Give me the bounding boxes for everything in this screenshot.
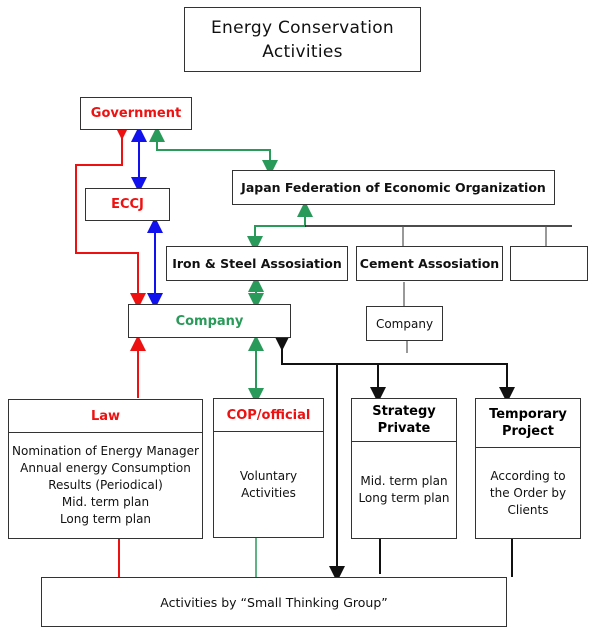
law-column: Law Nomination of Energy Manager Annual … [8, 399, 203, 539]
cement-company-label: Company [375, 316, 434, 331]
company-node: Company [128, 304, 291, 338]
strategy-title-line: Strategy [372, 404, 436, 419]
temporary-line: According to [490, 468, 566, 483]
law-line: Nomination of Energy Manager [12, 444, 199, 458]
temporary-title-line: Temporary [489, 407, 567, 422]
strategy-line: Mid. term plan [360, 474, 448, 488]
federation-label: Japan Federation of Economic Organizatio… [241, 180, 546, 195]
temporary-title-line: Project [501, 424, 555, 439]
temporary-header: Temporary Project [476, 399, 580, 448]
cop-line: Voluntary [239, 468, 298, 483]
black-arrow-company-branch [274, 335, 515, 403]
government-node: Government [80, 97, 192, 130]
empty-association-node [510, 246, 588, 281]
cement-label: Cement Assosiation [359, 256, 500, 271]
eccj-node: ECCJ [85, 188, 170, 221]
government-label: Government [90, 106, 182, 121]
strategy-line: Long term plan [358, 491, 450, 505]
cop-body: Voluntary Activities [214, 432, 323, 537]
red-arrow-company-government [75, 124, 146, 309]
diagram-title: Energy Conservation Activities [184, 7, 421, 72]
law-line: Long term plan [59, 512, 152, 526]
small-thinking-group-node: Activities by “Small Thinking Group” [41, 577, 507, 627]
iron-steel-label: Iron & Steel Assosiation [172, 256, 342, 271]
strategy-header: Strategy Private [352, 399, 456, 442]
title-line-1: Energy Conservation [210, 17, 394, 38]
temporary-body: According to the Order by Clients [476, 448, 580, 538]
cop-line: Activities [241, 485, 296, 500]
temporary-line: Clients [507, 502, 549, 517]
law-title: Law [90, 408, 121, 424]
law-header: Law [9, 400, 202, 433]
law-body: Nomination of Energy Manager Annual ener… [9, 433, 202, 538]
federation-node: Japan Federation of Economic Organizatio… [232, 170, 555, 205]
title-line-2: Activities [262, 41, 343, 62]
cop-title: COP/official [226, 407, 311, 423]
cop-header: COP/official [214, 399, 323, 432]
eccj-label: ECCJ [111, 197, 144, 212]
law-line: Results (Periodical) [48, 478, 163, 492]
strategy-column: Strategy Private Mid. term plan Long ter… [351, 398, 457, 539]
law-line: Annual energy Consumption [20, 461, 191, 475]
green-arrow-gov-federation [149, 126, 278, 176]
cop-column: COP/official Voluntary Activities [213, 398, 324, 538]
temporary-line: the Order by [489, 485, 567, 500]
law-line: Mid. term plan [61, 495, 150, 509]
strategy-body: Mid. term plan Long term plan [352, 442, 456, 538]
cement-company-node: Company [366, 306, 443, 341]
iron-steel-node: Iron & Steel Assosiation [166, 246, 348, 281]
cement-node: Cement Assosiation [356, 246, 503, 281]
company-label: Company [175, 313, 244, 329]
small-thinking-group-label: Activities by “Small Thinking Group” [160, 594, 388, 610]
green-arrow-federation-ironsteel [247, 201, 313, 252]
temporary-column: Temporary Project According to the Order… [475, 398, 581, 539]
strategy-title-line: Private [377, 421, 431, 436]
